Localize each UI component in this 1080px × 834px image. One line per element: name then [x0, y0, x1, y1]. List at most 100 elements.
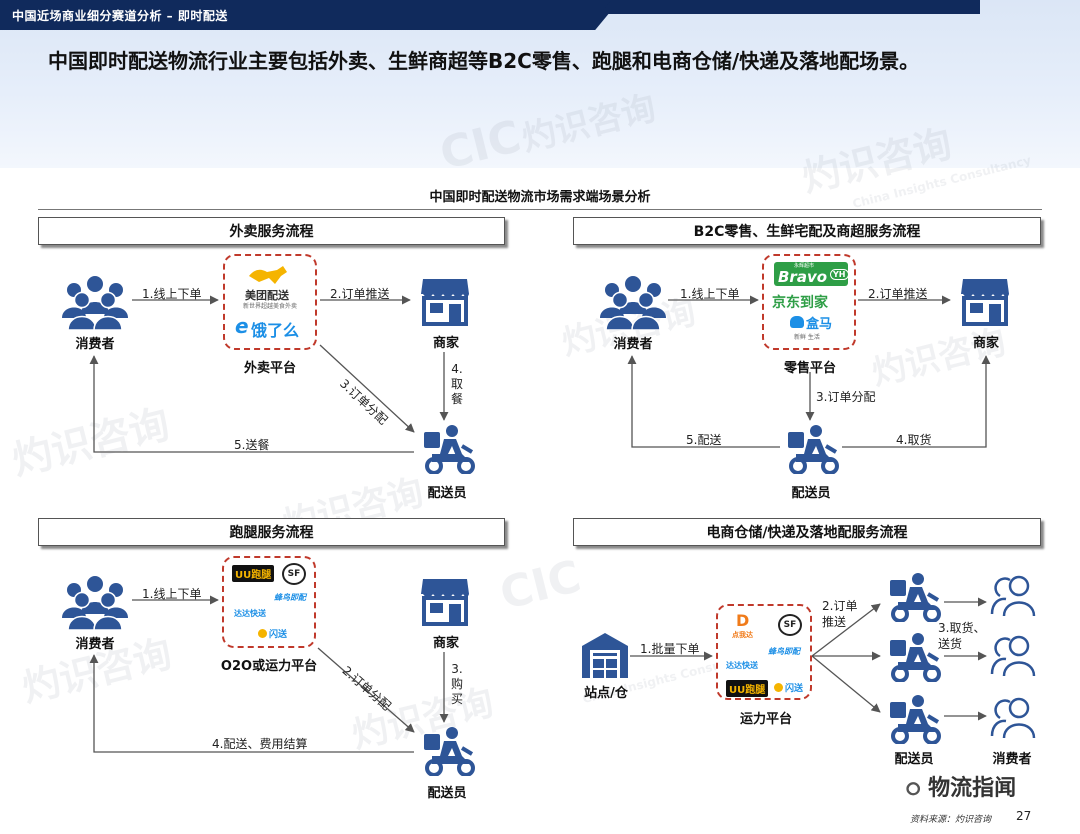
social-name: 物流指闻: [928, 776, 1017, 801]
panel-title-ecommerce-logistics: 电商仓储/快递及落地配服务流程: [573, 518, 1041, 546]
logo-shansong: 闪送: [269, 630, 288, 640]
label-courier: 配送员: [894, 752, 934, 767]
logo-shansong: 闪送: [785, 684, 804, 694]
shansong-icon: [774, 683, 783, 692]
label-merchant: 商家: [972, 336, 1000, 351]
store-icon: [420, 276, 470, 326]
store-icon: [420, 576, 470, 626]
panel-title-errand: 跑腿服务流程: [38, 518, 505, 546]
arrow-p4-s2a: [811, 603, 881, 657]
label-consumer: 消费者: [613, 337, 653, 352]
arrow-p3-s2: [317, 647, 415, 733]
arrow-p1-s3: [319, 344, 415, 433]
store-icon: [960, 276, 1010, 326]
label-consumer: 消费者: [75, 337, 115, 352]
shansong-icon: [258, 629, 267, 638]
step-pickup-meal: 4.取餐: [450, 362, 463, 406]
label-merchant: 商家: [432, 336, 460, 351]
label-courier: 配送员: [427, 486, 467, 501]
logo-fengniao: 蜂鸟即配: [768, 647, 800, 656]
dianwoda-icon: D: [736, 611, 750, 630]
headline: 中国即时配送物流行业主要包括外卖、生鲜商超等B2C零售、跑腿和电商仓储/快递及落…: [48, 49, 920, 73]
logo-bravo: Bravo: [778, 268, 828, 286]
label-platform: 运力平台: [739, 712, 793, 727]
logo-dianwoda: 点我达: [732, 631, 753, 639]
consumer-outline-icon: [988, 696, 1038, 740]
logo-uu: UU跑腿: [232, 565, 275, 582]
step-order-online: 1.线上下单: [142, 287, 202, 301]
step-order-push: 2.订单推送: [868, 287, 928, 301]
platform-box: 永辉超市 Bravo YH 京东到家 盒马 新鲜 生活: [762, 254, 856, 350]
courier-scooter-icon: [418, 424, 478, 474]
step-order-online: 1.线上下单: [142, 587, 202, 601]
label-merchant: 商家: [432, 636, 460, 651]
logo-dada: 达达快送: [726, 661, 758, 670]
logo-dada: 达达快送: [234, 609, 266, 618]
courier-scooter-icon: [884, 572, 944, 622]
social-account: ⭘ 物流指闻: [906, 770, 1016, 802]
kangaroo-logo-icon: [249, 266, 287, 284]
chart-title: 中国即时配送物流市场需求端场景分析: [429, 190, 651, 205]
header-decoration: [600, 0, 980, 14]
arrow-p2-s4: [842, 355, 991, 448]
warehouse-icon: [580, 630, 630, 680]
platform-box: UU跑腿 SF 蜂鸟即配 达达快送 闪送: [222, 556, 316, 648]
label-platform: 外卖平台: [243, 361, 297, 376]
step-order-online: 1.线上下单: [680, 287, 740, 301]
courier-scooter-icon: [782, 424, 842, 474]
logo-hema: 盒马: [806, 317, 833, 332]
consumer-outline-icon: [988, 574, 1038, 618]
consumer-outline-icon: [988, 634, 1038, 678]
arrow-p4-s2c: [811, 655, 881, 713]
platform-box: 美团配送 新世界超越美食外卖 e 饿了么: [223, 254, 317, 350]
logo-sf: SF: [778, 614, 802, 636]
label-consumer: 消费者: [75, 637, 115, 652]
label-courier: 配送员: [791, 486, 831, 501]
breadcrumb: 中国近场商业细分赛道分析 – 即时配送: [0, 0, 620, 30]
step-deliver: 5.配送: [686, 433, 722, 447]
logo-meituan-sub: 新世界超越美食外卖: [243, 303, 298, 310]
panel-title-food-delivery: 外卖服务流程: [38, 217, 505, 245]
logo-jd: 京东到家: [772, 295, 828, 311]
logo-fengniao: 蜂鸟即配: [274, 593, 306, 602]
arrow-p2-s5: [627, 355, 780, 448]
step-deliver-meal: 5.送餐: [234, 438, 270, 452]
label-consumer: 消费者: [992, 752, 1032, 767]
courier-scooter-icon: [884, 694, 944, 744]
logo-meituan: 美团配送: [245, 289, 289, 302]
platform-box: D 点我达 SF 蜂鸟即配 达达快送 UU跑腿 闪送: [716, 604, 812, 700]
arrow-p3-s4: [89, 654, 414, 753]
consumer-group-icon: [60, 274, 130, 330]
bravo-logo: 永辉超市 Bravo YH: [774, 262, 849, 286]
label-warehouse: 站点/仓: [584, 686, 628, 701]
source-note: 资料来源：灼识咨询: [910, 815, 992, 825]
step-purchase: 3.购买: [450, 662, 463, 706]
consumer-group-icon: [598, 274, 668, 330]
step-pickup-deliver: 3.取货、送货: [938, 621, 986, 651]
step-order-assign: 3.订单分配: [816, 390, 876, 404]
label-courier: 配送员: [427, 786, 467, 801]
step-order-push: 2.订单推送: [822, 599, 858, 629]
logo-yh: YH: [830, 269, 849, 280]
breadcrumb-text: 中国近场商业细分赛道分析 – 即时配送: [12, 9, 228, 23]
page-number: 27: [1016, 809, 1032, 823]
logo-sf: SF: [282, 563, 306, 585]
hema-icon: [790, 316, 804, 328]
label-platform: O2O或运力平台: [220, 659, 318, 674]
arrow-p1-s5: [89, 355, 414, 453]
courier-scooter-icon: [884, 632, 944, 682]
logo-eleme-mark: e: [235, 314, 249, 338]
step-pickup-goods: 4.取货: [896, 433, 932, 447]
consumer-group-icon: [60, 574, 130, 630]
wechat-icon: ⭘: [906, 779, 921, 800]
logo-bravo-top: 永辉超市: [794, 263, 815, 269]
courier-scooter-icon: [418, 726, 478, 776]
step-order-push: 2.订单推送: [330, 287, 390, 301]
logo-hema-sub: 新鲜 生活: [794, 334, 820, 341]
step-deliver-settle: 4.配送、费用结算: [212, 737, 308, 751]
logo-eleme: 饿了么: [251, 321, 300, 340]
divider: [38, 209, 1042, 210]
step-bulk-order: 1.批量下单: [640, 642, 700, 656]
logo-uu: UU跑腿: [726, 680, 769, 697]
